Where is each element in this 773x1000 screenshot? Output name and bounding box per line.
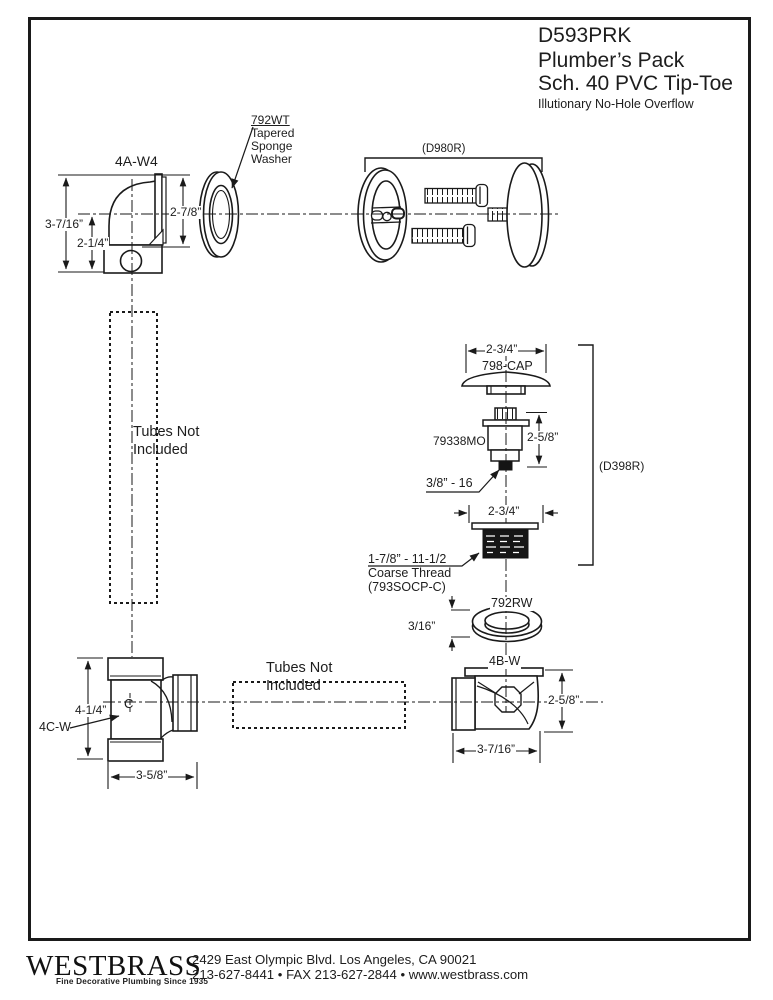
dim-3-7-16-4bw: 3-7/16” <box>476 742 517 756</box>
elbow-4bw-drawing <box>451 667 544 731</box>
dim-2-3-4-cap: 2-3/4” <box>485 342 519 356</box>
leader-arrows <box>69 126 500 729</box>
label-792wt-desc1: Tapered <box>251 126 295 140</box>
leader-792wt <box>231 126 254 189</box>
label-thread-3-8-16: 3/8” - 16 <box>426 476 473 490</box>
label-792wt: 792WT <box>251 113 290 127</box>
note-tubes-horizontal-line1: Tubes Not <box>266 660 333 676</box>
brand-tagline: Fine Decorative Plumbing Since 1935 <box>56 977 209 986</box>
dim-4-1-4: 4-1/4” <box>74 703 108 717</box>
dimension-lines <box>58 157 594 789</box>
flat-washer-drawing <box>471 605 543 643</box>
dim-2-7-8: 2-7/8” <box>169 205 203 219</box>
label-792rw: 792RW <box>490 596 534 611</box>
dim-2-1-4: 2-1/4” <box>76 236 110 250</box>
brand-logo: WESTBRASS <box>26 950 202 982</box>
dashed-tube-box-horizontal <box>232 681 406 729</box>
overflow-plate-drawing <box>357 167 408 263</box>
tee-4cw-drawing <box>107 657 198 762</box>
leader-4cw <box>69 714 120 729</box>
leader-coarse-thread <box>368 552 480 567</box>
label-coarse-spec1: 1-7/8” - 11-1/2 <box>368 552 447 566</box>
dark-parts <box>471 460 539 559</box>
dashed-tube-box-vertical <box>109 311 158 604</box>
label-798cap: 798-CAP <box>482 359 533 373</box>
label-coarse-spec3: (793SOCP-C) <box>368 580 446 594</box>
product-title-line2: Sch. 40 PVC Tip-Toe <box>538 72 733 95</box>
footer-contact: 213-627-8441 • FAX 213-627-2844 • www.we… <box>192 967 529 982</box>
label-4cw: 4C-W <box>39 720 71 734</box>
dim-3-16: 3/16” <box>407 619 437 633</box>
dim-3-7-16-elbow: 3-7/16” <box>44 217 85 231</box>
label-4bw: 4B-W <box>488 654 522 669</box>
dim-2-5-8-4bw: 2-5/8” <box>547 693 581 707</box>
product-title-line1: Plumber’s Pack <box>538 49 685 72</box>
cover-plate-drawing <box>487 162 550 268</box>
label-d980r: (D980R) <box>422 143 466 155</box>
mounting-screws-drawing <box>411 183 489 248</box>
screw <box>424 187 478 204</box>
label-4aw4: 4A-W4 <box>115 153 158 169</box>
label-79338mo: 79338MO <box>433 434 486 448</box>
label-792wt-desc2: Sponge <box>251 139 293 153</box>
part-number-title: D593PRK <box>538 24 632 47</box>
product-subtitle: Illutionary No-Hole Overflow <box>538 97 694 111</box>
elbow-4aw4-drawing <box>103 173 167 274</box>
dim-2-5-8-drain: 2-5/8” <box>526 430 560 444</box>
coarse-thread-flange <box>471 522 539 530</box>
dim-3-5-8: 3-5/8” <box>135 768 169 782</box>
note-tubes-vertical-line2: Included <box>133 442 188 458</box>
centerline-symbol: C <box>124 696 133 711</box>
label-792wt-desc3: Washer <box>251 152 292 166</box>
label-d398r: (D398R) <box>599 459 645 473</box>
label-coarse-spec2: Coarse Thread <box>368 566 452 580</box>
bracket-d398r <box>578 344 594 566</box>
coarse-thread-body <box>482 529 529 559</box>
note-tubes-horizontal-line2: Included <box>266 678 321 694</box>
note-tubes-vertical-line1: Tubes Not <box>133 424 200 440</box>
footer-address: 2429 East Olympic Blvd. Los Angeles, CA … <box>192 952 477 967</box>
bracket-d980r <box>364 157 543 172</box>
dim-2-3-4-coarse: 2-3/4” <box>487 504 521 518</box>
centerlines <box>78 179 603 712</box>
drawing-frame <box>28 17 751 941</box>
tubes-placeholder-boxes <box>109 311 406 729</box>
leader-thread-spec <box>426 469 500 493</box>
drain-stud-tip <box>498 460 513 471</box>
screw <box>411 227 465 244</box>
